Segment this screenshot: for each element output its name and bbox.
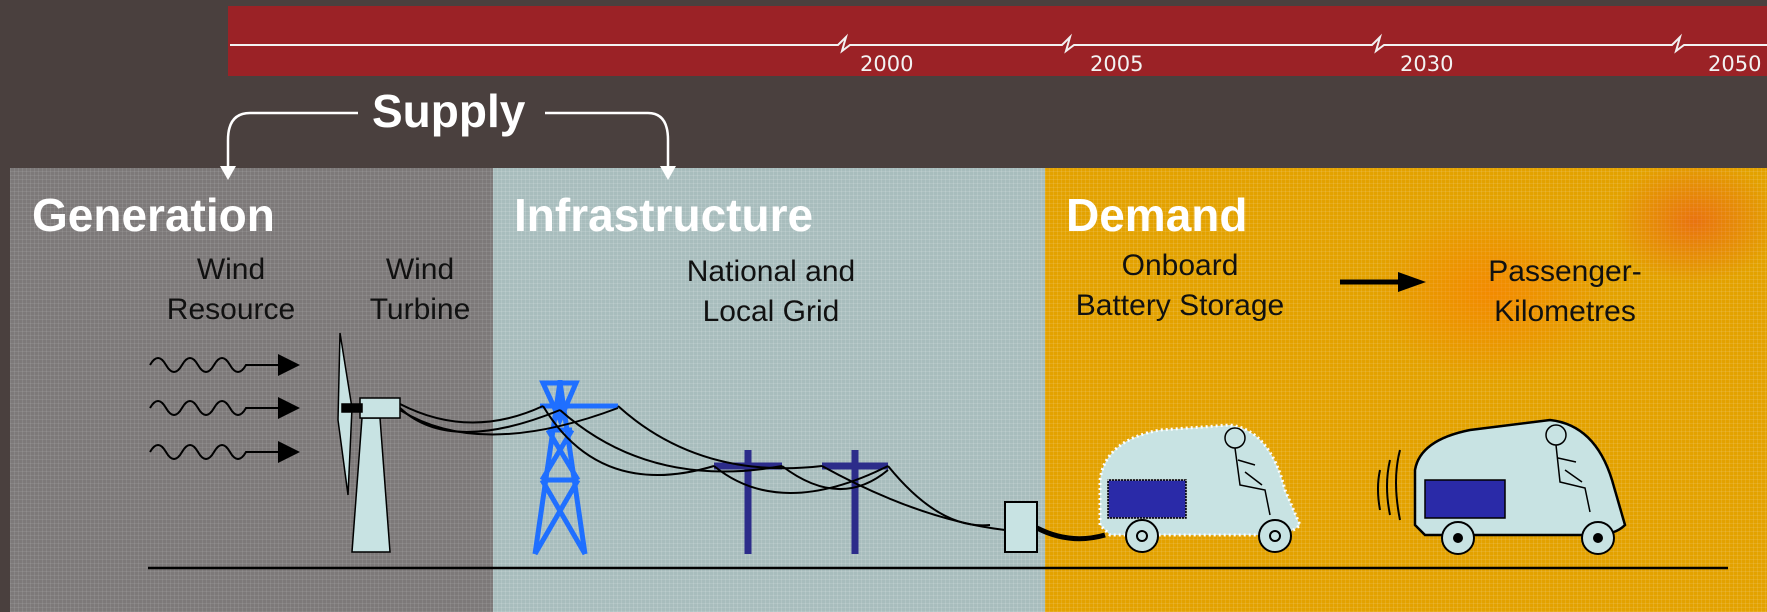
- grid-label: National and Local Grid: [640, 252, 902, 332]
- wind-turbine-label: Wind Turbine: [360, 250, 480, 330]
- supply-label: Supply: [372, 85, 526, 137]
- demand-panel: [1045, 168, 1767, 612]
- distribution-pole-icon: [822, 450, 888, 554]
- year-2005: 2005: [1090, 52, 1144, 76]
- timeline-bar: [228, 6, 1767, 76]
- label-line: Local Grid: [702, 295, 840, 328]
- label-line: National and: [686, 255, 856, 288]
- infrastructure-heading: Infrastructure: [514, 189, 814, 241]
- wind-arrowheads: [278, 354, 300, 463]
- charger-icon: [1004, 501, 1038, 553]
- year-2030: 2030: [1400, 52, 1454, 76]
- charging-cable: [1035, 525, 1106, 542]
- moving-vehicle-icon: [1377, 418, 1627, 555]
- label-line: Wind: [385, 253, 455, 286]
- battery-icon: [1107, 479, 1187, 519]
- wind-turbine-icon: [337, 332, 401, 553]
- charging-vehicle-icon: [1098, 423, 1302, 553]
- label-line: Battery Storage: [1075, 289, 1285, 322]
- demand-heading: Demand: [1066, 189, 1248, 241]
- right-arrow-icon: [1340, 272, 1426, 292]
- label-line: Wind: [196, 253, 266, 286]
- battery-icon: [1424, 479, 1506, 519]
- year-2000: 2000: [860, 52, 914, 76]
- generation-panel: [10, 168, 493, 612]
- wind-waves-icon: [149, 357, 280, 460]
- generation-heading: Generation: [32, 189, 275, 241]
- transmission-pylon-icon: [532, 380, 618, 556]
- label-line: Resource: [166, 293, 296, 326]
- wind-resource-label: Wind Resource: [150, 250, 312, 330]
- year-2050: 2050: [1708, 52, 1762, 76]
- label-line: Kilometres: [1494, 295, 1636, 328]
- passenger-km-label: Passenger- Kilometres: [1440, 252, 1690, 332]
- label-line: Turbine: [369, 293, 471, 326]
- battery-storage-label: Onboard Battery Storage: [1050, 246, 1310, 326]
- label-line: Passenger-: [1488, 255, 1642, 288]
- power-lines: [399, 403, 1006, 531]
- timeline-line: [230, 33, 1767, 54]
- label-line: Onboard: [1121, 249, 1239, 282]
